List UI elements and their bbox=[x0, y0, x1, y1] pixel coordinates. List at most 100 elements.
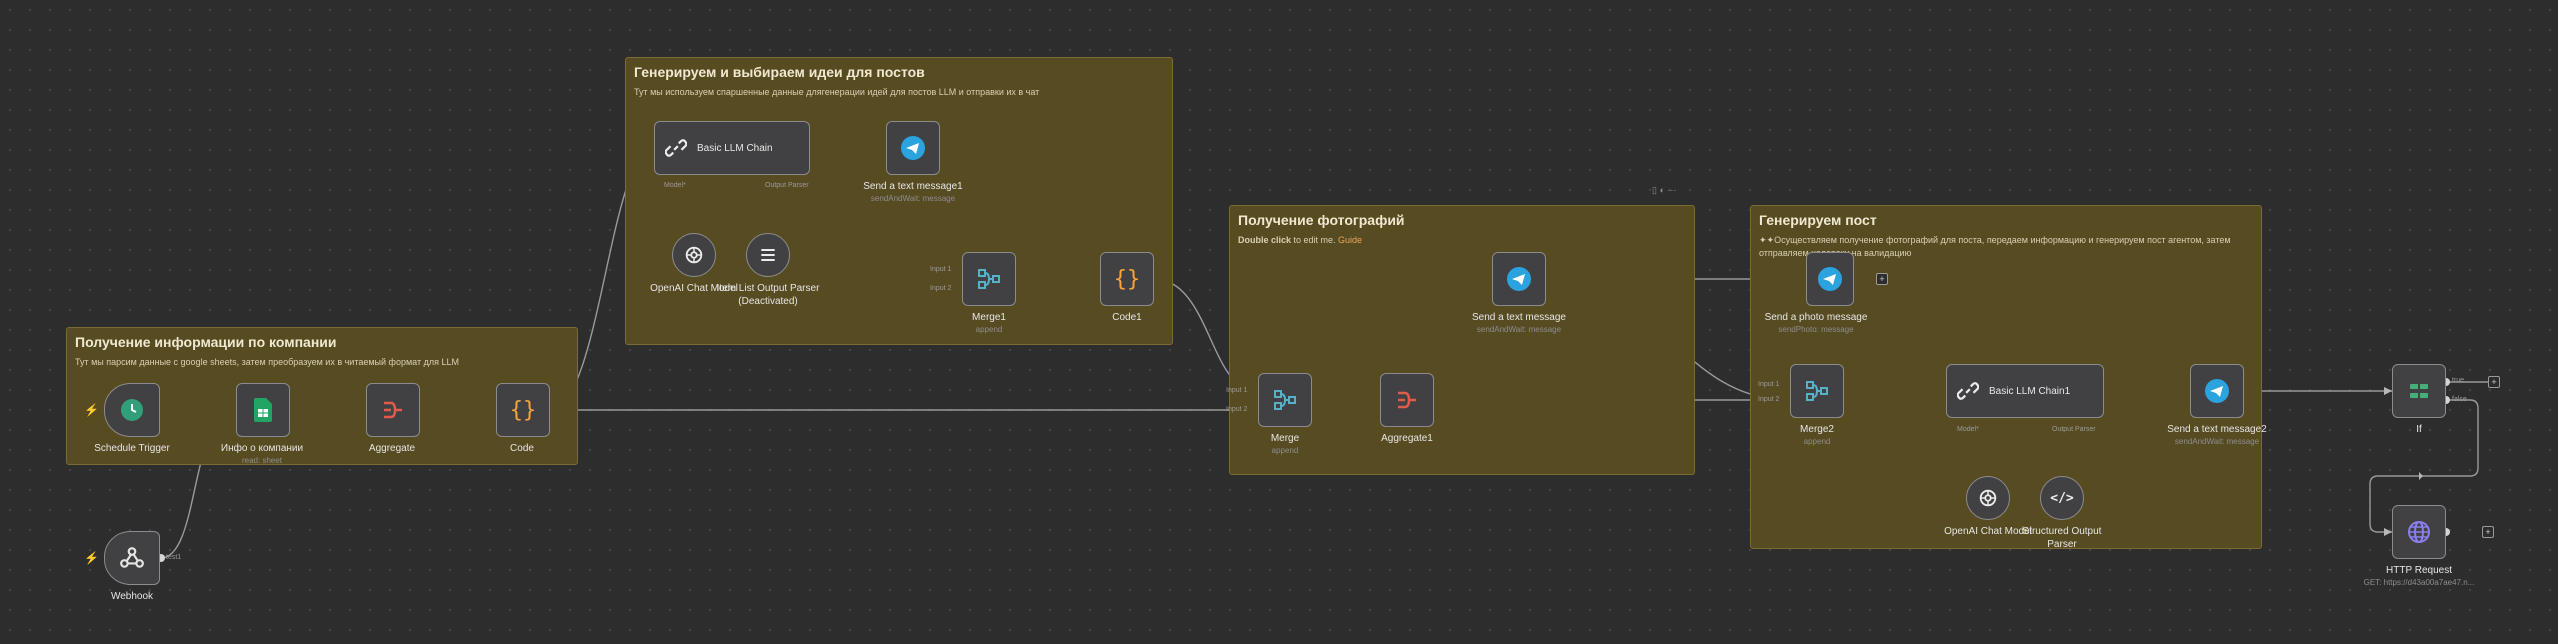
aggregate-icon bbox=[1398, 391, 1416, 409]
node-aggregate[interactable] bbox=[366, 383, 420, 437]
google-sheets-icon bbox=[254, 398, 272, 422]
label-merge: Merge bbox=[1270, 433, 1300, 444]
sticky-photos-body: to edit me. bbox=[1291, 235, 1339, 245]
desc-merge1: append bbox=[975, 325, 1003, 334]
add-after-http-button[interactable]: + bbox=[2482, 526, 2494, 538]
node-http-request[interactable] bbox=[2392, 505, 2446, 559]
sticky-company-title: Получение информации по компании bbox=[75, 334, 337, 350]
chain-link-icon bbox=[1957, 382, 1979, 400]
openai-icon bbox=[685, 246, 703, 264]
arrow-loop bbox=[2419, 472, 2423, 480]
label-aggregate1: Aggregate1 bbox=[1381, 433, 1433, 444]
port-label-merge2-in1: Input 1 bbox=[1758, 381, 1780, 388]
node-basic-llm-chain1[interactable]: Basic LLM Chain1 bbox=[1946, 364, 2104, 418]
label-http-request: HTTP Request bbox=[2386, 565, 2452, 576]
desc-http-request: GET: https://d43a00a7ae47.n... bbox=[2363, 578, 2475, 587]
port-label-parser-1: Output Parser bbox=[765, 182, 809, 189]
sticky-photos-text: Double click to edit me. Guide bbox=[1238, 234, 1686, 247]
if-branch-icon bbox=[2410, 381, 2428, 401]
node-openai-chat-1[interactable] bbox=[672, 233, 716, 277]
node-info-company[interactable] bbox=[236, 383, 290, 437]
port-label-model-1: Model* bbox=[664, 182, 686, 189]
label-item-list-parser: Item List Output Parser (Deactivated) bbox=[716, 283, 820, 307]
openai-icon bbox=[1979, 489, 1997, 507]
merge-icon bbox=[1806, 381, 1828, 401]
telegram-icon bbox=[1507, 267, 1531, 291]
sticky-ideas-text: Тут мы используем спаршенные данные дляг… bbox=[634, 87, 1040, 97]
desc-merge2: append bbox=[1803, 437, 1831, 446]
chain-link-icon bbox=[665, 139, 687, 157]
merge-icon bbox=[1274, 390, 1296, 410]
webhook-icon bbox=[120, 547, 144, 568]
node-structured-parser[interactable]: </> bbox=[2040, 476, 2084, 520]
code-tag-icon: </> bbox=[2050, 490, 2074, 506]
sticky-ideas-title: Генерируем и выбираем идеи для постов bbox=[634, 64, 925, 80]
port-label-test: test1 bbox=[166, 554, 182, 561]
desc-send-text-1: sendAndWait: message bbox=[870, 194, 956, 203]
desc-merge: append bbox=[1271, 446, 1299, 455]
desc-send-photo: sendPhoto: message bbox=[1778, 325, 1854, 334]
sticky-photos-title: Получение фотографий bbox=[1238, 212, 1405, 228]
port-label-parser-2: Output Parser bbox=[2052, 426, 2096, 433]
telegram-icon bbox=[2205, 379, 2229, 403]
webhook-bolt-icon: ⚡ bbox=[84, 551, 99, 565]
add-after-if-button[interactable]: + bbox=[2488, 376, 2500, 388]
sticky-photos-bold: Double click bbox=[1238, 235, 1292, 245]
label-send-text: Send a text message bbox=[1472, 312, 1566, 323]
merge-icon bbox=[978, 269, 1000, 289]
label-webhook: Webhook bbox=[110, 591, 154, 602]
desc-info-company: read: sheet bbox=[241, 456, 283, 465]
node-send-text-2[interactable] bbox=[2190, 364, 2244, 418]
code1-braces-icon: {} bbox=[1113, 266, 1141, 292]
node-merge2[interactable] bbox=[1790, 364, 1844, 418]
label-send-text-1: Send a text message1 bbox=[863, 181, 963, 192]
node-webhook[interactable] bbox=[104, 531, 160, 585]
node-code1[interactable]: {} bbox=[1100, 252, 1154, 306]
node-openai-chat-2[interactable] bbox=[1966, 476, 2010, 520]
node-item-list-parser[interactable] bbox=[746, 233, 790, 277]
sticky-toolbar-icons[interactable]: ▯ ◐ ⋯ bbox=[1652, 185, 1677, 195]
telegram-icon bbox=[1818, 267, 1842, 291]
clock-icon bbox=[121, 399, 143, 421]
node-code[interactable]: {} bbox=[496, 383, 550, 437]
desc-send-text-2: sendAndWait: message bbox=[2174, 437, 2260, 446]
node-send-photo[interactable] bbox=[1806, 252, 1854, 306]
telegram-icon bbox=[901, 136, 925, 160]
label-schedule-trigger: Schedule Trigger bbox=[94, 443, 170, 454]
port-label-true: true bbox=[2452, 377, 2465, 384]
port-label-merge1-in2: Input 2 bbox=[930, 285, 952, 292]
label-code1: Code1 bbox=[1112, 312, 1142, 323]
sticky-company-text: Тут мы парсим данные с google sheets, за… bbox=[75, 357, 459, 367]
label-if: If bbox=[2416, 424, 2422, 435]
port-label-merge2-in2: Input 2 bbox=[1758, 396, 1780, 403]
label-structured-parser: Structured Output Parser bbox=[2022, 526, 2102, 550]
label-code: Code bbox=[510, 443, 534, 454]
label-merge2: Merge2 bbox=[1800, 424, 1834, 435]
label-basic-llm-chain: Basic LLM Chain bbox=[697, 142, 773, 154]
add-after-send-photo-button[interactable]: + bbox=[1876, 273, 1888, 285]
port-label-merge1-in1: Input 1 bbox=[930, 266, 952, 273]
label-basic-llm-chain1: Basic LLM Chain1 bbox=[1989, 385, 2071, 397]
node-basic-llm-chain[interactable]: Basic LLM Chain bbox=[654, 121, 810, 175]
port-label-merge-in1: Input 1 bbox=[1226, 387, 1248, 394]
node-merge1[interactable] bbox=[962, 252, 1016, 306]
sticky-photos-guide-link[interactable]: Guide bbox=[1338, 235, 1363, 245]
node-merge[interactable] bbox=[1258, 373, 1312, 427]
node-send-text[interactable] bbox=[1492, 252, 1546, 306]
trigger-bolt-icon: ⚡ bbox=[84, 403, 99, 417]
label-send-text-2: Send a text message2 bbox=[2167, 424, 2267, 435]
node-if[interactable] bbox=[2392, 364, 2446, 418]
sticky-ideas[interactable]: Генерируем и выбираем идеи для постов Ту… bbox=[625, 57, 1173, 345]
sticky-post-title: Генерируем пост bbox=[1759, 212, 1877, 228]
port-label-model-2: Model* bbox=[1957, 426, 1979, 433]
label-info-company: Инфо о компании bbox=[220, 443, 304, 454]
node-schedule-trigger[interactable] bbox=[104, 383, 160, 437]
node-aggregate1[interactable] bbox=[1380, 373, 1434, 427]
arrow-http bbox=[2384, 528, 2392, 536]
node-send-text-1[interactable] bbox=[886, 121, 940, 175]
globe-icon bbox=[2408, 521, 2430, 543]
aggregate-icon bbox=[384, 401, 402, 419]
sticky-photos[interactable]: Получение фотографий Double click to edi… bbox=[1229, 205, 1695, 475]
label-merge1: Merge1 bbox=[972, 312, 1006, 323]
